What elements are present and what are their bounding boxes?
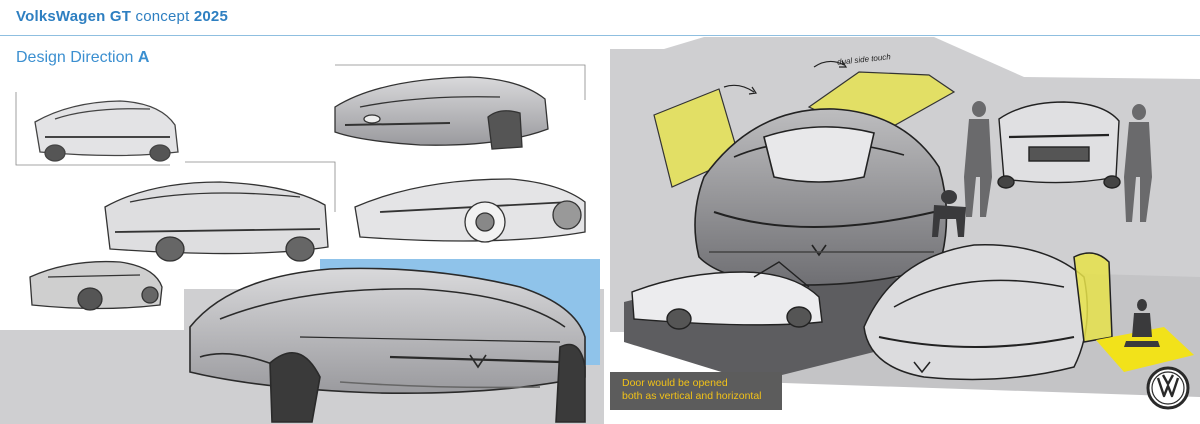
right-sketch-panel: dual side touch [604, 37, 1200, 424]
car-sketch-rear-quarter [15, 92, 179, 166]
brand-name: VolksWagen GT [16, 8, 132, 25]
right-sketches-svg [610, 37, 1200, 397]
caption-line-1: Door would be opened [622, 377, 728, 389]
left-sketches-svg [0, 64, 604, 424]
car-sketch-side-right [354, 178, 586, 243]
design-direction-letter: A [137, 49, 150, 66]
vw-logo-icon [1146, 366, 1190, 410]
concept-year: 2025 [193, 8, 228, 25]
yoga-mat [1096, 327, 1194, 372]
yoga-silhouette [1124, 299, 1160, 347]
brand-subtitle: concept [135, 8, 190, 25]
header-divider [0, 35, 1200, 36]
car-sketch-front-quarter [334, 64, 586, 150]
dog-silhouette [932, 190, 966, 237]
car-sketch-open-front [863, 244, 1113, 381]
page-header: VolksWagen GT concept 2025 [0, 0, 1200, 36]
car-sketch-hero-front [189, 267, 586, 423]
left-sketch-panel [0, 37, 604, 424]
car-sketch-open-side [631, 261, 823, 330]
car-sketch-side-profile [104, 161, 336, 262]
design-direction-heading: Design Direction A [16, 49, 149, 67]
design-direction-label: Design Direction [16, 49, 134, 66]
car-sketch-rear-view [997, 101, 1121, 189]
caption-line-2: both as vertical and horizontal [622, 390, 762, 402]
door-motion-arrows [723, 60, 848, 95]
car-sketch-small-coupe [29, 260, 163, 311]
caption-box: Door would be opened both as vertical an… [610, 372, 782, 410]
page-title: VolksWagen GT concept 2025 [16, 8, 228, 25]
people-silhouettes [964, 101, 1152, 222]
